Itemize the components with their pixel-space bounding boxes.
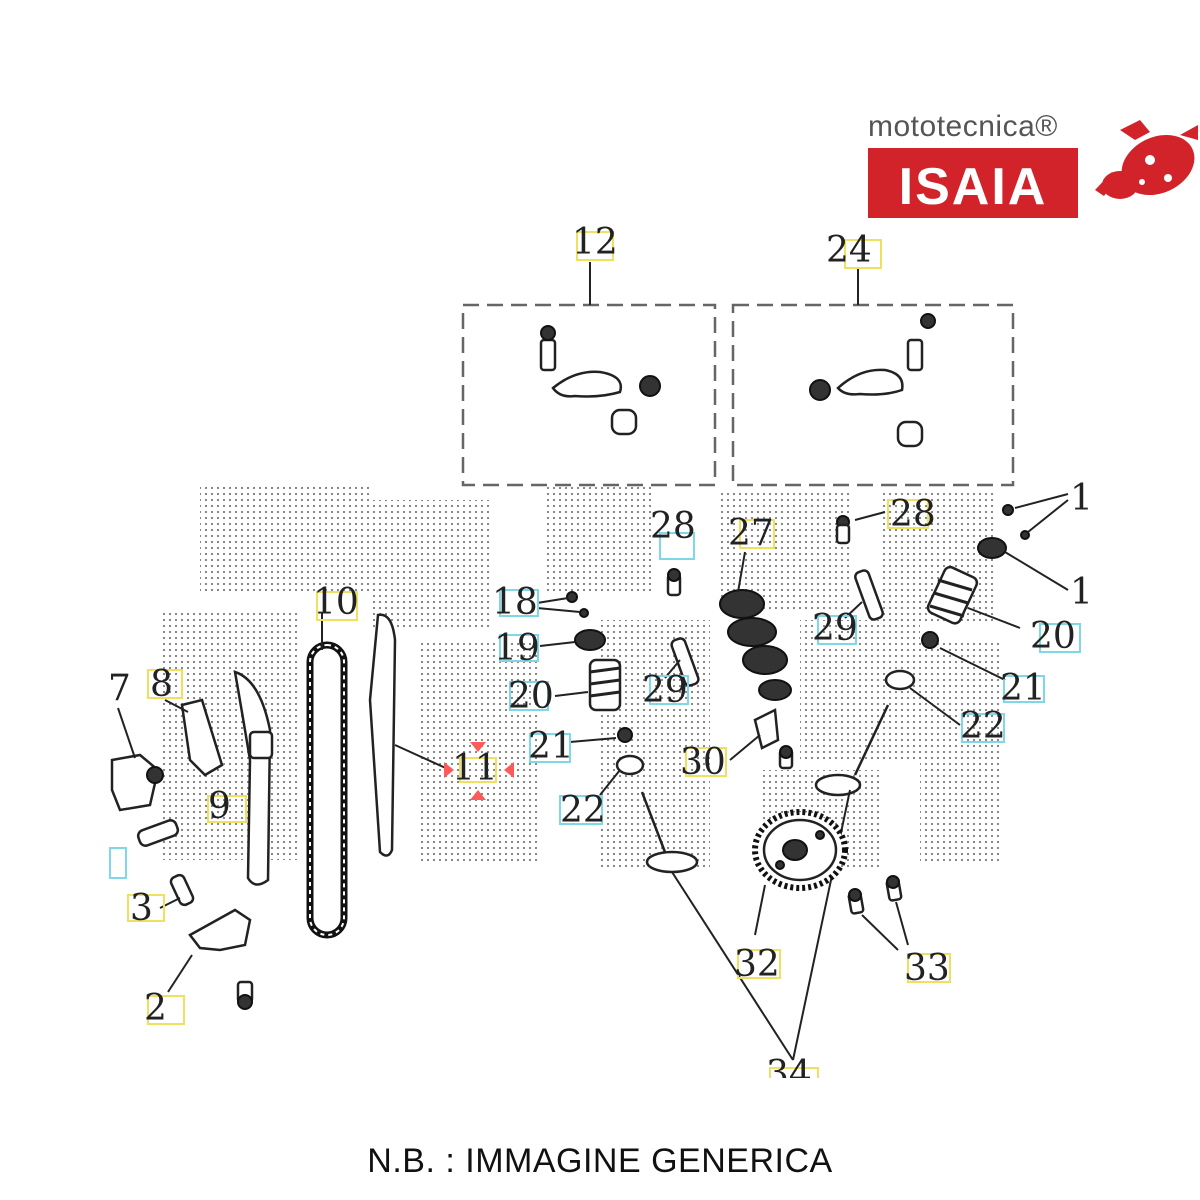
camshaft xyxy=(719,551,792,701)
callout-label: 21 xyxy=(528,726,574,767)
rocker-shaft-right xyxy=(854,569,884,621)
valve-train-left xyxy=(536,591,794,1061)
rocker-arm-assembly-right xyxy=(809,313,936,448)
generic-image-note: N.B. : IMMAGINE GENERICA xyxy=(367,1142,833,1180)
brand-red-bar xyxy=(868,148,1078,218)
tensioner-slipper xyxy=(233,670,272,886)
bracket xyxy=(188,908,252,952)
cam-sprocket xyxy=(752,809,848,936)
callout-label: 24 xyxy=(826,230,872,271)
callout-label: 1 xyxy=(1070,572,1093,613)
brand-main-text: ISAIA xyxy=(899,158,1048,216)
callout-label: 8 xyxy=(150,664,173,705)
callout-label: 12 xyxy=(572,222,618,263)
callout-label: 29 xyxy=(642,670,688,711)
pin xyxy=(169,873,195,907)
bolt-28-right xyxy=(835,511,886,545)
valve-train-right xyxy=(792,493,1069,1061)
brand-logo: mototecnica® ISAIA xyxy=(868,110,1198,218)
callout-label: 33 xyxy=(904,948,950,989)
callout-labels: 12 24 28 27 28 1 1 10 18 19 20 29 29 20 … xyxy=(108,222,1093,1095)
callout-label: 22 xyxy=(960,706,1006,747)
small-bolt xyxy=(236,980,254,1010)
gasket xyxy=(180,698,224,777)
callout-label: 27 xyxy=(728,513,774,554)
callout-label: 19 xyxy=(494,628,540,669)
tensioner-body xyxy=(110,707,164,812)
callout-label: 18 xyxy=(492,582,538,623)
callout-label: 1 xyxy=(1070,478,1093,519)
callout-label: 29 xyxy=(812,608,858,649)
callout-label: 20 xyxy=(508,676,554,717)
callout-label: 9 xyxy=(208,786,231,827)
timing-chain xyxy=(306,641,348,939)
small-bolt-30 xyxy=(778,745,794,770)
callout-label: 22 xyxy=(560,790,606,831)
callout-label: 28 xyxy=(890,494,936,535)
callout-label: 20 xyxy=(1030,616,1076,657)
callout-label: 28 xyxy=(650,506,696,547)
bolt xyxy=(136,819,180,847)
rocker-arm-assembly-left xyxy=(539,325,661,436)
bug-logo-icon xyxy=(1095,120,1198,199)
callout-label: 7 xyxy=(108,668,131,709)
sprocket-bolts xyxy=(847,875,909,951)
callout-label: 30 xyxy=(680,742,726,783)
brand-top-text: mototecnica® xyxy=(868,110,1058,143)
selection-markers xyxy=(444,742,514,800)
rocker-shaft-left xyxy=(670,637,700,687)
callout-label: 2 xyxy=(144,988,167,1029)
chain-guide xyxy=(368,613,397,857)
dotted-watermark xyxy=(160,485,1000,870)
callout-label: 3 xyxy=(130,888,153,929)
bracket-30 xyxy=(753,708,780,750)
bolt-28-left xyxy=(666,568,682,597)
callout-label: 32 xyxy=(734,944,780,985)
callout-label: 11 xyxy=(452,748,498,789)
rocker-arm-box-24 xyxy=(731,303,1015,487)
callout-label: 10 xyxy=(313,582,359,623)
callout-label: 21 xyxy=(1000,668,1046,709)
